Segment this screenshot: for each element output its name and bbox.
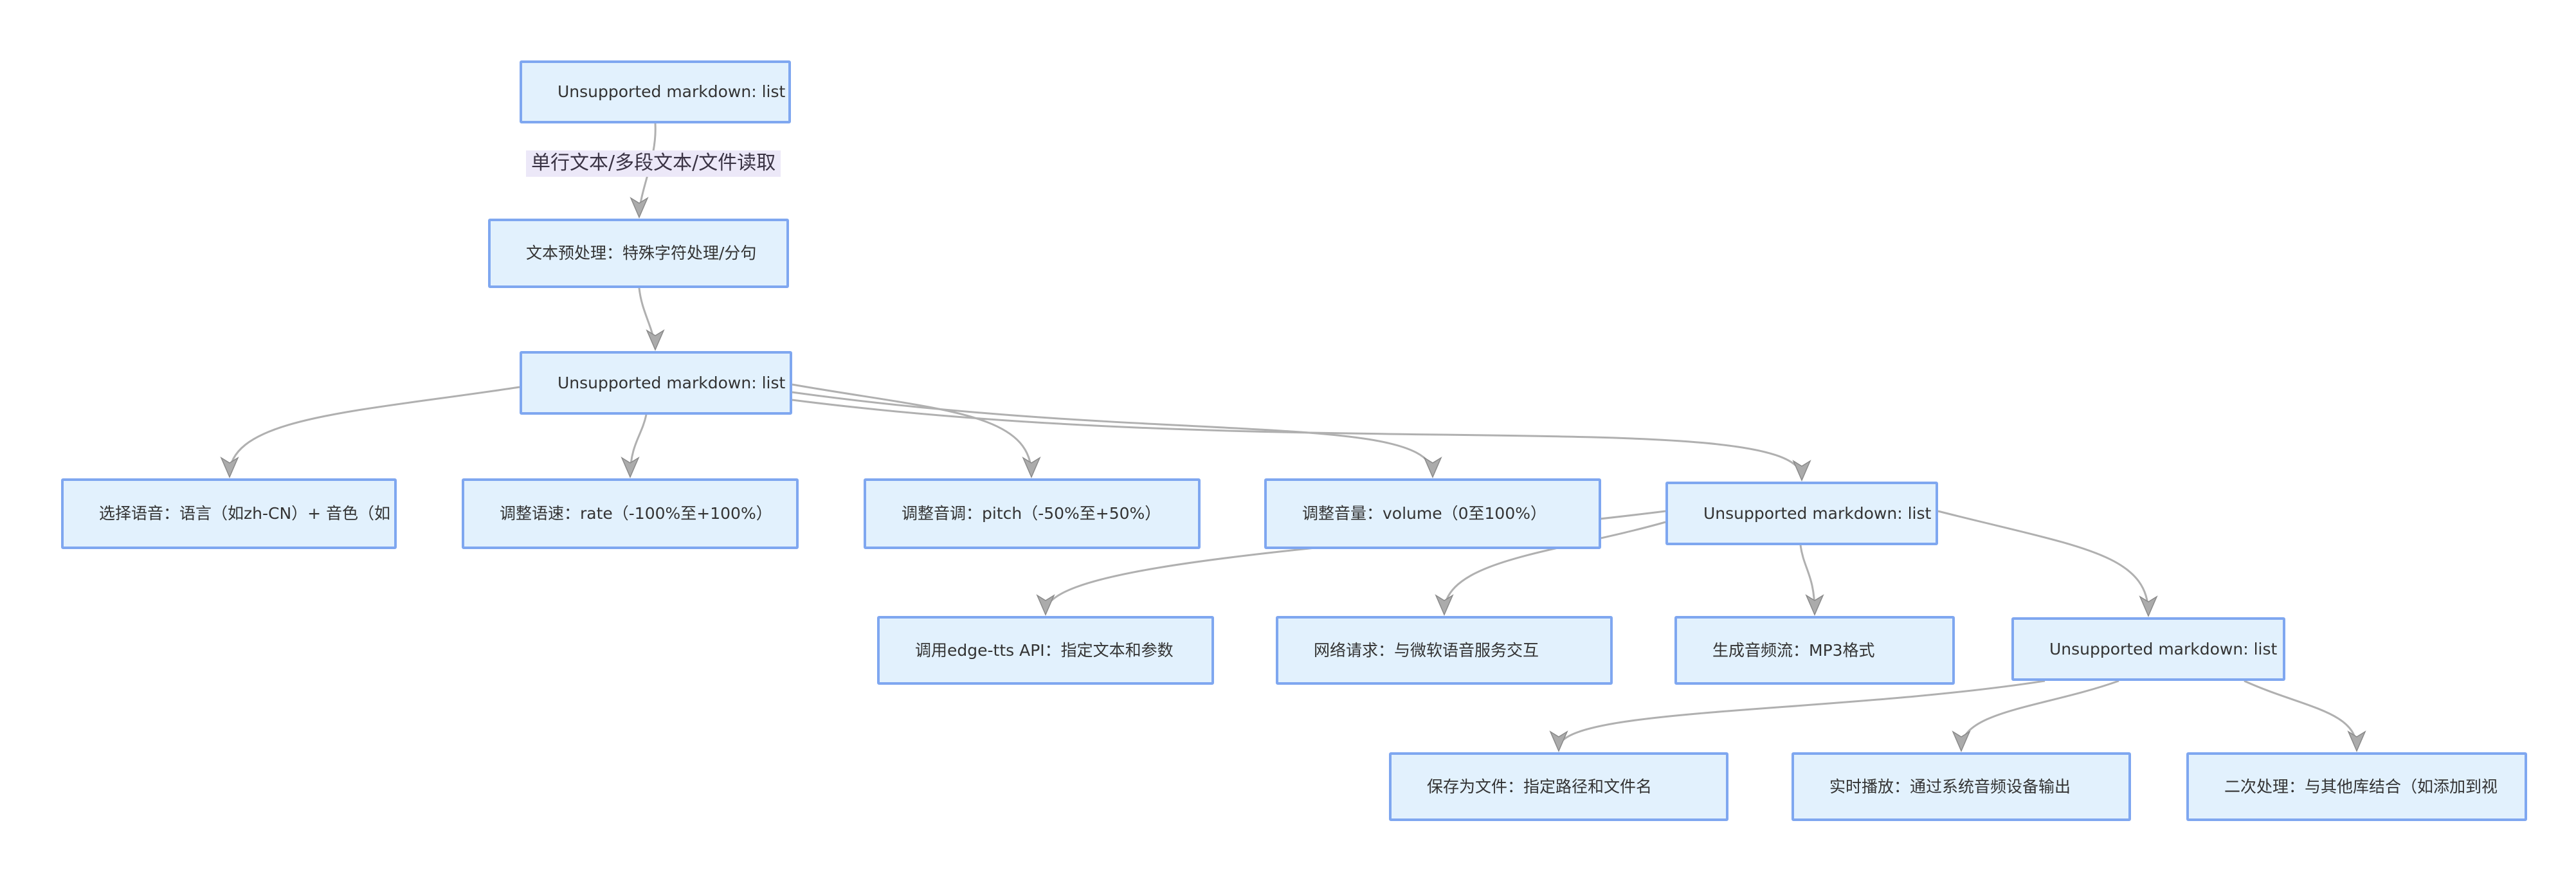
edge-params-to-pitch	[792, 383, 1033, 475]
node-network: 网络请求：与微软语音服务交互	[1276, 616, 1613, 685]
arrowhead	[1549, 730, 1568, 752]
node-input-list: Unsupported markdown: list	[520, 60, 791, 123]
arrowhead	[1952, 730, 1971, 752]
arrowhead	[1792, 460, 1811, 482]
edge-label-input-method: 单行文本/多段文本/文件读取	[526, 150, 781, 177]
arrowhead	[1805, 594, 1824, 616]
arrowhead	[2139, 595, 2158, 617]
node-label: 文本预处理：特殊字符处理/分句	[526, 244, 757, 263]
node-rate: 调整语速：rate（-100%至+100%）	[462, 478, 799, 549]
node-label: 调整音调：pitch（-50%至+50%）	[902, 504, 1161, 523]
node-voice: 选择语音：语言（如zh-CN）+ 音色（如	[61, 478, 397, 549]
edge-synth-to-output	[1937, 510, 2150, 614]
edge-output-to-post	[2244, 680, 2358, 749]
node-save-file: 保存为文件：指定路径和文件名	[1389, 752, 1728, 821]
node-label: 调用edge-tts API：指定文本和参数	[915, 640, 1174, 660]
node-label: Unsupported markdown: list	[558, 82, 786, 102]
arrowhead	[1423, 457, 1442, 478]
arrowhead	[1036, 594, 1055, 616]
node-label: 实时播放：通过系统音频设备输出	[1829, 777, 2071, 796]
arrowhead	[1022, 457, 1041, 478]
node-volume: 调整音量：volume（0至100%）	[1264, 478, 1601, 549]
node-audio-stream: 生成音频流：MP3格式	[1674, 616, 1955, 685]
arrowhead	[621, 457, 640, 478]
arrowhead	[630, 197, 649, 219]
arrowhead	[2347, 730, 2366, 752]
node-label: Unsupported markdown: list	[1703, 503, 1932, 523]
arrowhead	[1435, 594, 1454, 616]
node-synth-list: Unsupported markdown: list	[1665, 482, 1938, 545]
node-label: 调整音量：volume（0至100%）	[1302, 504, 1547, 523]
edge-synth-to-network	[1443, 521, 1666, 613]
node-play: 实时播放：通过系统音频设备输出	[1791, 752, 2131, 821]
node-api-call: 调用edge-tts API：指定文本和参数	[877, 616, 1214, 685]
edge-params-to-volume	[792, 391, 1434, 475]
node-post-process: 二次处理：与其他库结合（如添加到视	[2186, 752, 2527, 821]
node-pitch: 调整音调：pitch（-50%至+50%）	[864, 478, 1201, 549]
node-preprocess: 文本预处理：特殊字符处理/分句	[488, 219, 789, 288]
node-label: 保存为文件：指定路径和文件名	[1427, 777, 1653, 796]
node-label: 网络请求：与微软语音服务交互	[1314, 640, 1539, 660]
edge-output-to-save	[1557, 680, 2045, 749]
arrowhead	[646, 329, 665, 351]
node-params-list: Unsupported markdown: list	[520, 351, 792, 415]
edge-params-to-synth	[792, 399, 1803, 478]
node-label: 选择语音：语言（如zh-CN）+ 音色（如	[99, 504, 391, 523]
node-label: 二次处理：与其他库结合（如添加到视	[2224, 777, 2498, 796]
edge-output-to-play	[1960, 680, 2119, 749]
node-label: 生成音频流：MP3格式	[1712, 640, 1875, 660]
node-label: 调整语速：rate（-100%至+100%）	[500, 504, 772, 523]
edge-params-to-voice	[228, 386, 520, 475]
node-label: Unsupported markdown: list	[558, 373, 786, 392]
arrowhead	[220, 457, 239, 478]
node-output-list: Unsupported markdown: list	[2011, 617, 2285, 681]
node-label: Unsupported markdown: list	[2049, 639, 2278, 658]
